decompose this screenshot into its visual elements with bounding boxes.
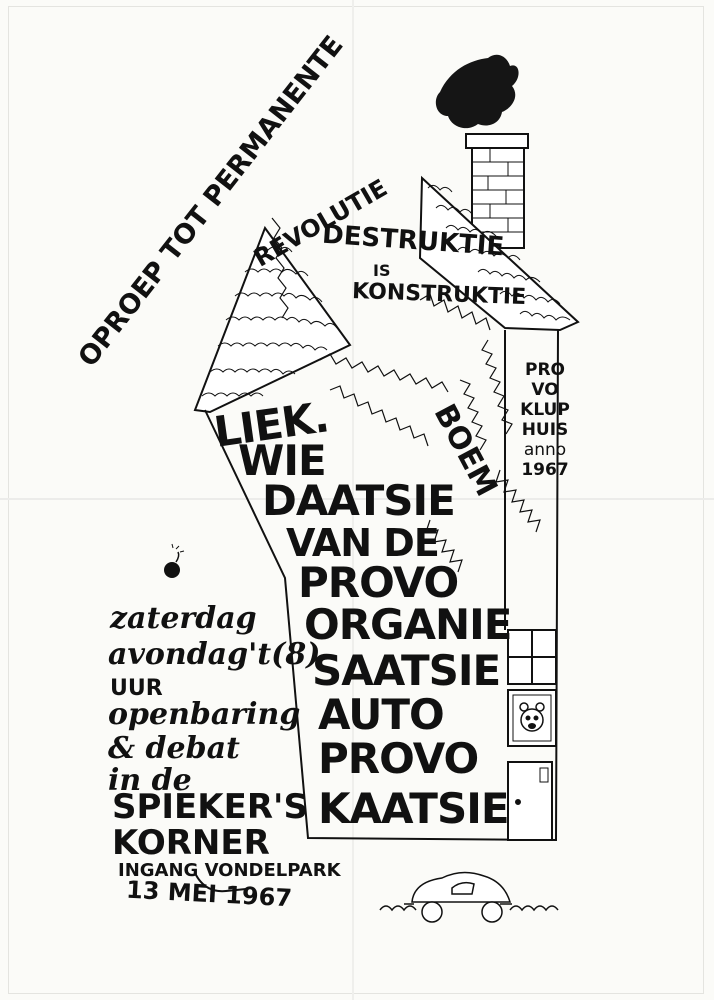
main-text-line: SAATSIE bbox=[312, 646, 501, 695]
venue-line: KORNER bbox=[112, 823, 270, 863]
main-text-line: AUTO bbox=[318, 690, 445, 739]
main-text-line: KAATSIE bbox=[318, 784, 510, 833]
main-text-line: VAN DE bbox=[286, 521, 440, 565]
event-line: openbaring bbox=[108, 697, 301, 732]
motto-line2: IS bbox=[373, 261, 391, 280]
house-sign: PRO VO KLUP HUIS anno 1967 bbox=[515, 360, 575, 480]
explosion-zigzag bbox=[271, 217, 541, 573]
main-text-line: WIE bbox=[238, 436, 327, 485]
venue-line: SPIEKER'S bbox=[112, 787, 308, 827]
entrance-arrow bbox=[195, 874, 247, 893]
entrance-text: INGANG VONDELPARK bbox=[118, 860, 341, 881]
chimney bbox=[465, 133, 529, 249]
event-line: in de bbox=[108, 763, 192, 798]
house-sign-line: HUIS bbox=[521, 420, 569, 440]
motto-line3: KONSTRUKTIE bbox=[351, 278, 527, 311]
event-line: avondag't(8) bbox=[108, 637, 321, 672]
left-roof bbox=[193, 225, 352, 414]
right-roof bbox=[418, 175, 580, 332]
fold-line-horizontal bbox=[0, 498, 714, 500]
house-sign-line: VO bbox=[531, 380, 559, 400]
upper-window bbox=[507, 629, 557, 685]
lower-window-bear bbox=[507, 689, 557, 747]
main-text-line: PROVO bbox=[298, 558, 459, 607]
bomb-icon bbox=[164, 543, 185, 578]
house-sign-line: PRO bbox=[524, 360, 565, 380]
event-line: & debat bbox=[108, 731, 240, 766]
main-text-line: PROVO bbox=[318, 734, 479, 783]
paper-edge bbox=[8, 6, 704, 994]
smoke-plume-icon bbox=[435, 54, 519, 129]
main-text-line: DAATSIE bbox=[262, 476, 456, 525]
house-sign-line: anno bbox=[523, 440, 567, 460]
main-text-line: ORGANIE bbox=[304, 600, 512, 649]
car-icon bbox=[379, 871, 559, 923]
fold-line-vertical bbox=[352, 0, 354, 1000]
front-door bbox=[507, 761, 553, 841]
house-sign-line: KLUP bbox=[520, 400, 570, 420]
event-line: UUR bbox=[110, 676, 163, 701]
event-line: zaterdag bbox=[110, 601, 257, 636]
house-sign-line: 1967 bbox=[521, 460, 569, 480]
